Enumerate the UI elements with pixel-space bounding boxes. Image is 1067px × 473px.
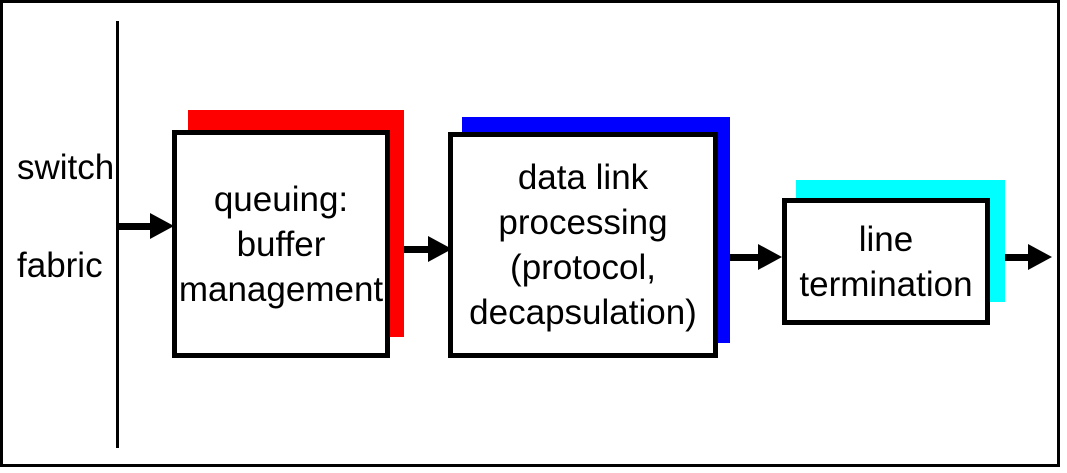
data-link-processing-box: data link processing (protocol, decapsul… (448, 132, 718, 358)
arrow-from-switch-fabric (117, 213, 174, 239)
box-text-line: buffer (236, 224, 326, 264)
box-text-line: termination (799, 264, 973, 304)
arrow-shaft (718, 253, 758, 261)
box-text-line: data link (517, 158, 649, 197)
box-text-line: line (858, 219, 914, 259)
switch-fabric-label-top: switch (17, 148, 115, 187)
box-text-line: (protocol, (510, 248, 656, 287)
arrow-datalink-to-linetermination (718, 244, 782, 270)
arrow-head-icon (758, 244, 782, 270)
line-termination-box: line termination (782, 198, 990, 325)
arrow-shaft (990, 253, 1028, 261)
queuing-buffer-management-box: queuing: buffer management (172, 130, 390, 358)
box-text-line: decapsulation) (469, 293, 697, 332)
arrow-shaft (390, 245, 428, 253)
switch-fabric-label-bottom: fabric (17, 246, 103, 285)
box-text-line: management (178, 269, 384, 309)
arrow-head-icon (150, 213, 174, 239)
arrow-head-icon (1028, 244, 1052, 270)
box-text-line: processing (498, 203, 668, 242)
box-text-line: queuing: (213, 179, 349, 219)
arrow-shaft (117, 222, 150, 230)
arrow-output (990, 244, 1052, 270)
switch-fabric-boundary-line (116, 21, 119, 448)
